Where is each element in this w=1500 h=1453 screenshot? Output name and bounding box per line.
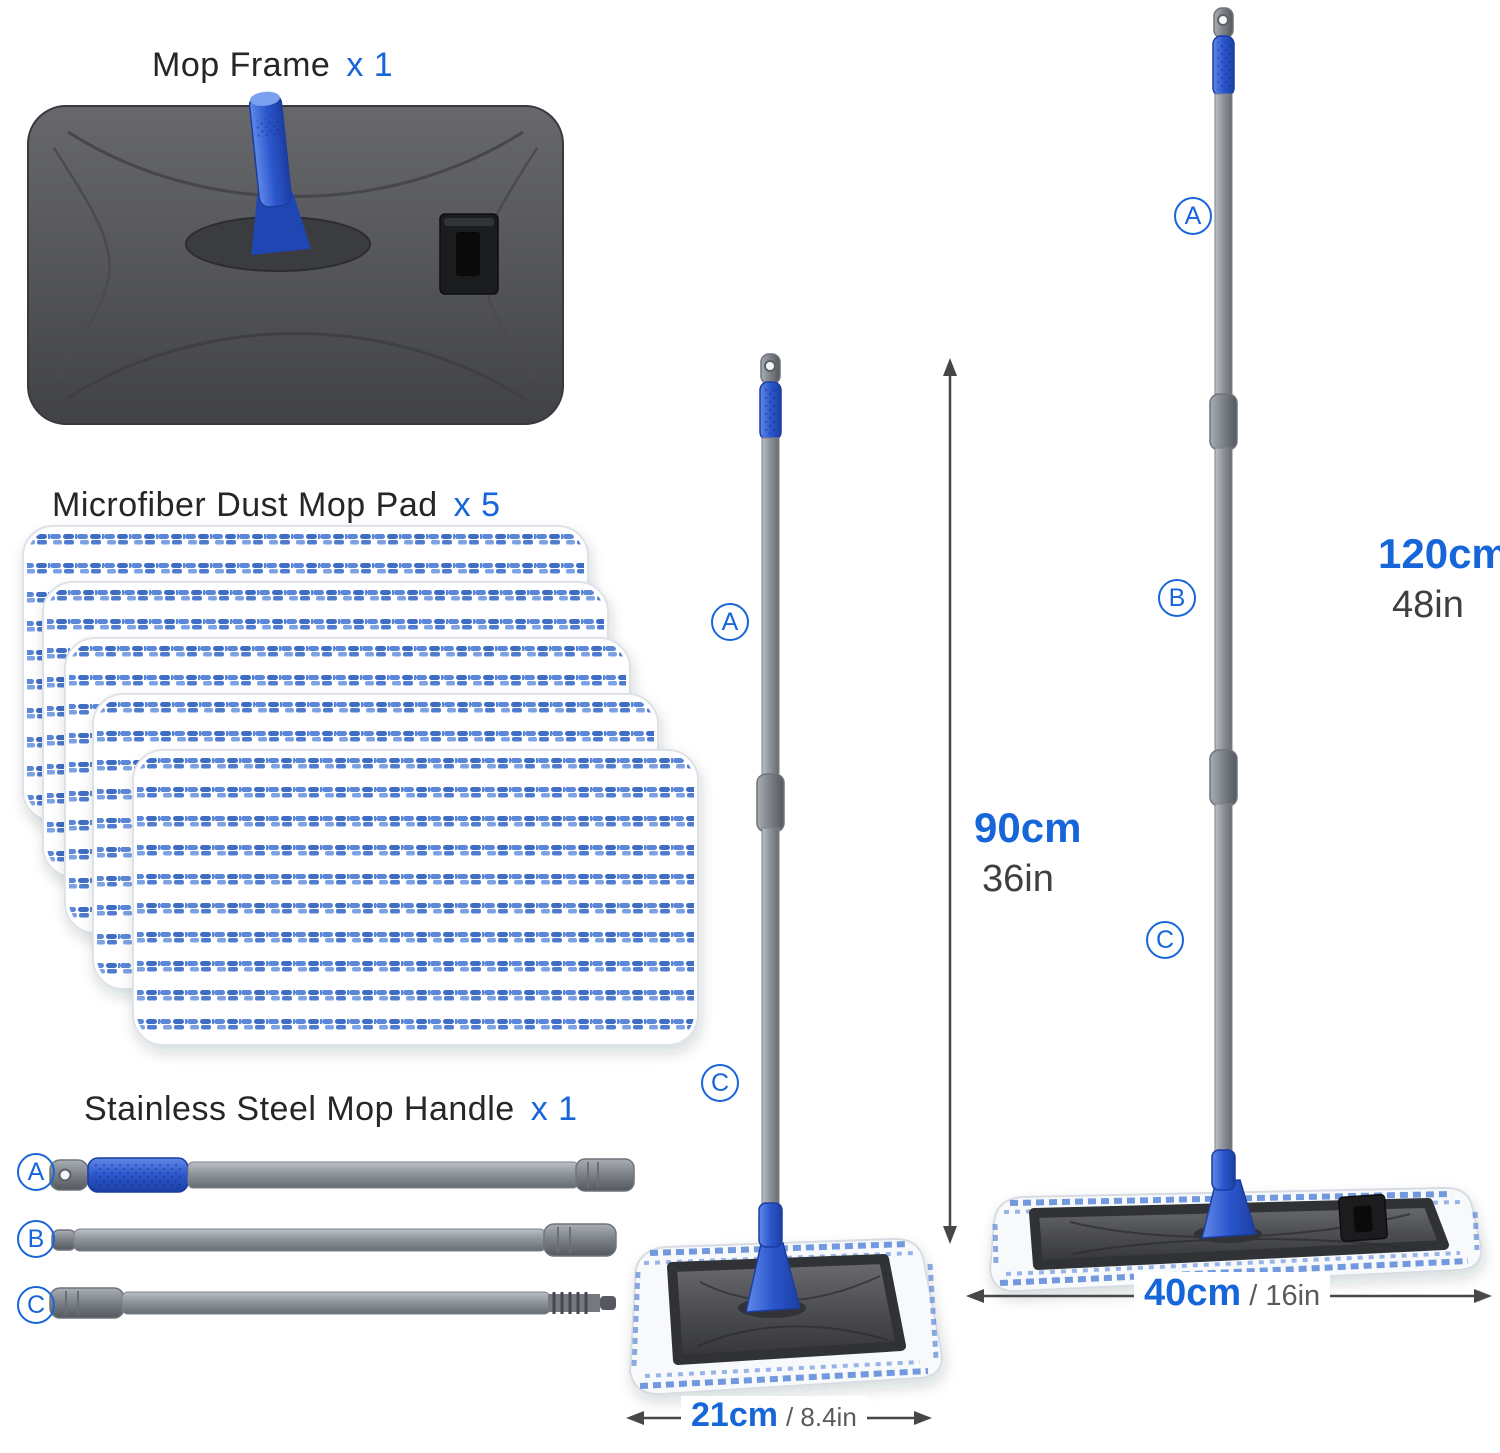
full-mop-width-label: 40cm / 16in [1134, 1272, 1331, 1315]
segment-a-badge: A [17, 1153, 55, 1191]
mid-mop-height-cm: 90cm [974, 804, 1082, 851]
pad-qty: x 5 [453, 486, 501, 524]
full-mop-width-cm: 40cm [1144, 1272, 1242, 1314]
handle-segment-a [49, 1157, 635, 1193]
mid-mop-segment-a-badge: A [711, 603, 749, 641]
handle-segment-c [49, 1287, 616, 1319]
mid-mop-width-label: 21cm / 8.4in [681, 1396, 867, 1435]
mid-mop-width-in: / 8.4in [785, 1402, 857, 1432]
head-clip [1338, 1193, 1388, 1242]
frame-clip [439, 213, 499, 295]
handle-segment-b [51, 1223, 617, 1257]
full-mop-height-cm: 120cm [1378, 530, 1500, 577]
full-mop-width-in: / 16in [1249, 1280, 1321, 1312]
pad-title: Microfiber Dust Mop Pad [52, 486, 438, 524]
mop-frame-graphic [27, 91, 564, 425]
full-mop-segment-c-badge: C [1146, 921, 1184, 959]
full-mop-segment-b-badge: B [1158, 579, 1196, 617]
dimension-arrow-90cm [943, 358, 957, 1244]
handle-section-title: Stainless Steel Mop Handle x 1 [84, 1090, 578, 1129]
handle-qty: x 1 [530, 1090, 578, 1128]
mid-mop-height-in: 36in [982, 858, 1054, 900]
handle-segments-graphic [49, 1157, 635, 1319]
mid-mop-segment-c-badge: C [701, 1064, 739, 1102]
segment-b-badge: B [17, 1220, 55, 1258]
frame-blue-connector [248, 91, 311, 256]
mop-120cm-graphic [988, 7, 1483, 1293]
full-mop-segment-a-badge: A [1174, 197, 1212, 235]
pad-section-title: Microfiber Dust Mop Pad x 5 [52, 486, 501, 525]
mop-90cm-graphic [628, 353, 943, 1396]
handle-title: Stainless Steel Mop Handle [84, 1090, 515, 1128]
mid-mop-width-cm: 21cm [691, 1396, 778, 1434]
frame-section-title: Mop Frame x 1 [152, 46, 393, 85]
full-mop-height-in: 48in [1392, 584, 1464, 626]
frame-title: Mop Frame [152, 46, 331, 84]
mop-pads-graphic [23, 526, 698, 1045]
segment-c-badge: C [17, 1286, 55, 1324]
frame-qty: x 1 [346, 46, 394, 84]
